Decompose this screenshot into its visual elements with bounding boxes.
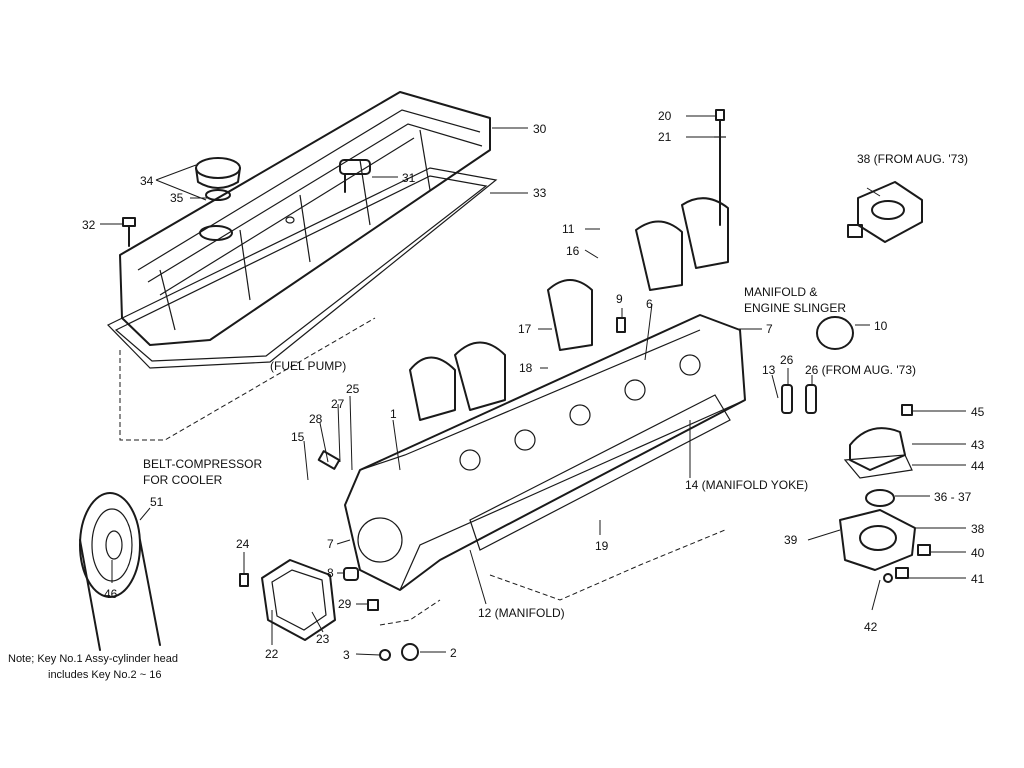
label-26a: 26 xyxy=(780,353,794,367)
label-9: 9 xyxy=(616,292,623,306)
plug-8 xyxy=(343,567,359,581)
thermostat-housing-late xyxy=(847,181,923,243)
stud-9 xyxy=(616,317,626,333)
label-7a: 7 xyxy=(766,322,773,336)
label-7b: 7 xyxy=(327,537,334,551)
label-31: 31 xyxy=(402,171,416,185)
label-15: 15 xyxy=(291,430,305,444)
label-23: 23 xyxy=(316,632,330,646)
label-45: 45 xyxy=(971,405,985,419)
breather-fitting xyxy=(339,159,371,193)
label-36-37: 36 - 37 xyxy=(934,490,972,504)
label-51: 51 xyxy=(150,495,164,509)
oil-filler-cap-gasket xyxy=(199,225,233,241)
label-10: 10 xyxy=(874,319,888,333)
label-28: 28 xyxy=(309,412,323,426)
intake-runners xyxy=(409,197,729,421)
label-6: 6 xyxy=(646,297,653,311)
thermostat xyxy=(865,489,895,507)
rocker-cover-gasket xyxy=(106,167,498,369)
fuel-pump-callout: (FUEL PUMP) xyxy=(270,359,346,373)
belt-callout-line1: BELT-COMPRESSOR xyxy=(143,457,262,471)
label-39: 39 xyxy=(784,533,798,547)
label-19: 19 xyxy=(595,539,609,553)
label-27: 27 xyxy=(331,397,345,411)
label-35: 35 xyxy=(170,191,184,205)
label-11: 11 xyxy=(562,222,575,236)
manifold-gasket xyxy=(469,394,731,551)
rocker-cover xyxy=(119,91,491,346)
label-24: 24 xyxy=(236,537,250,551)
label-26b: 26 (FROM AUG. '73) xyxy=(805,363,916,377)
bolt-3 xyxy=(379,649,391,661)
slinger-callout-line1: MANIFOLD & xyxy=(744,285,817,299)
label-1: 1 xyxy=(390,407,397,421)
label-18: 18 xyxy=(519,361,533,375)
belt-callout-line2: FOR COOLER xyxy=(143,473,223,487)
label-29: 29 xyxy=(338,597,352,611)
blanking-cap xyxy=(816,316,854,350)
label-42: 42 xyxy=(864,620,878,634)
label-8: 8 xyxy=(327,566,334,580)
label-41: 41 xyxy=(971,572,985,586)
label-16: 16 xyxy=(566,244,580,258)
thermostat-housing xyxy=(839,509,931,583)
label-32: 32 xyxy=(82,218,96,232)
oil-filler-cap xyxy=(195,157,241,201)
label-12: 12 (MANIFOLD) xyxy=(478,606,565,620)
slinger-callout-line2: ENGINE SLINGER xyxy=(744,301,846,315)
label-21: 21 xyxy=(658,130,672,144)
gasket-26 xyxy=(781,384,793,414)
note-line1: Note; Key No.1 Assy-cylinder head xyxy=(8,653,178,665)
label-34: 34 xyxy=(140,174,154,188)
label-14: 14 (MANIFOLD YOKE) xyxy=(685,478,808,492)
front-gasket xyxy=(261,559,336,641)
label-38: 38 xyxy=(971,522,985,536)
compressor-pulley xyxy=(79,492,161,651)
water-outlet xyxy=(843,404,913,479)
fuel-pump-stud xyxy=(317,450,341,470)
note-line2: includes Key No.2 ~ 16 xyxy=(48,669,161,681)
label-13: 13 xyxy=(762,363,776,377)
gasket-26b xyxy=(805,384,817,414)
label-38-late: 38 (FROM AUG. '73) xyxy=(857,152,968,166)
label-3: 3 xyxy=(343,648,350,662)
label-25: 25 xyxy=(346,382,360,396)
label-44: 44 xyxy=(971,459,985,473)
label-17: 17 xyxy=(518,322,532,336)
slinger-stud xyxy=(714,109,726,226)
label-20: 20 xyxy=(658,109,672,123)
label-46: 46 xyxy=(104,587,118,601)
bolt-24 xyxy=(239,573,249,587)
label-2: 2 xyxy=(450,646,457,660)
washer-2 xyxy=(401,643,419,661)
leader-lines xyxy=(100,115,966,656)
cylinder-head xyxy=(344,314,746,591)
label-33: 33 xyxy=(533,186,547,200)
bolt-29 xyxy=(367,599,379,611)
label-22: 22 xyxy=(265,647,279,661)
label-40: 40 xyxy=(971,546,985,560)
cover-bolt xyxy=(122,217,136,247)
label-30: 30 xyxy=(533,122,547,136)
label-43: 43 xyxy=(971,438,985,452)
